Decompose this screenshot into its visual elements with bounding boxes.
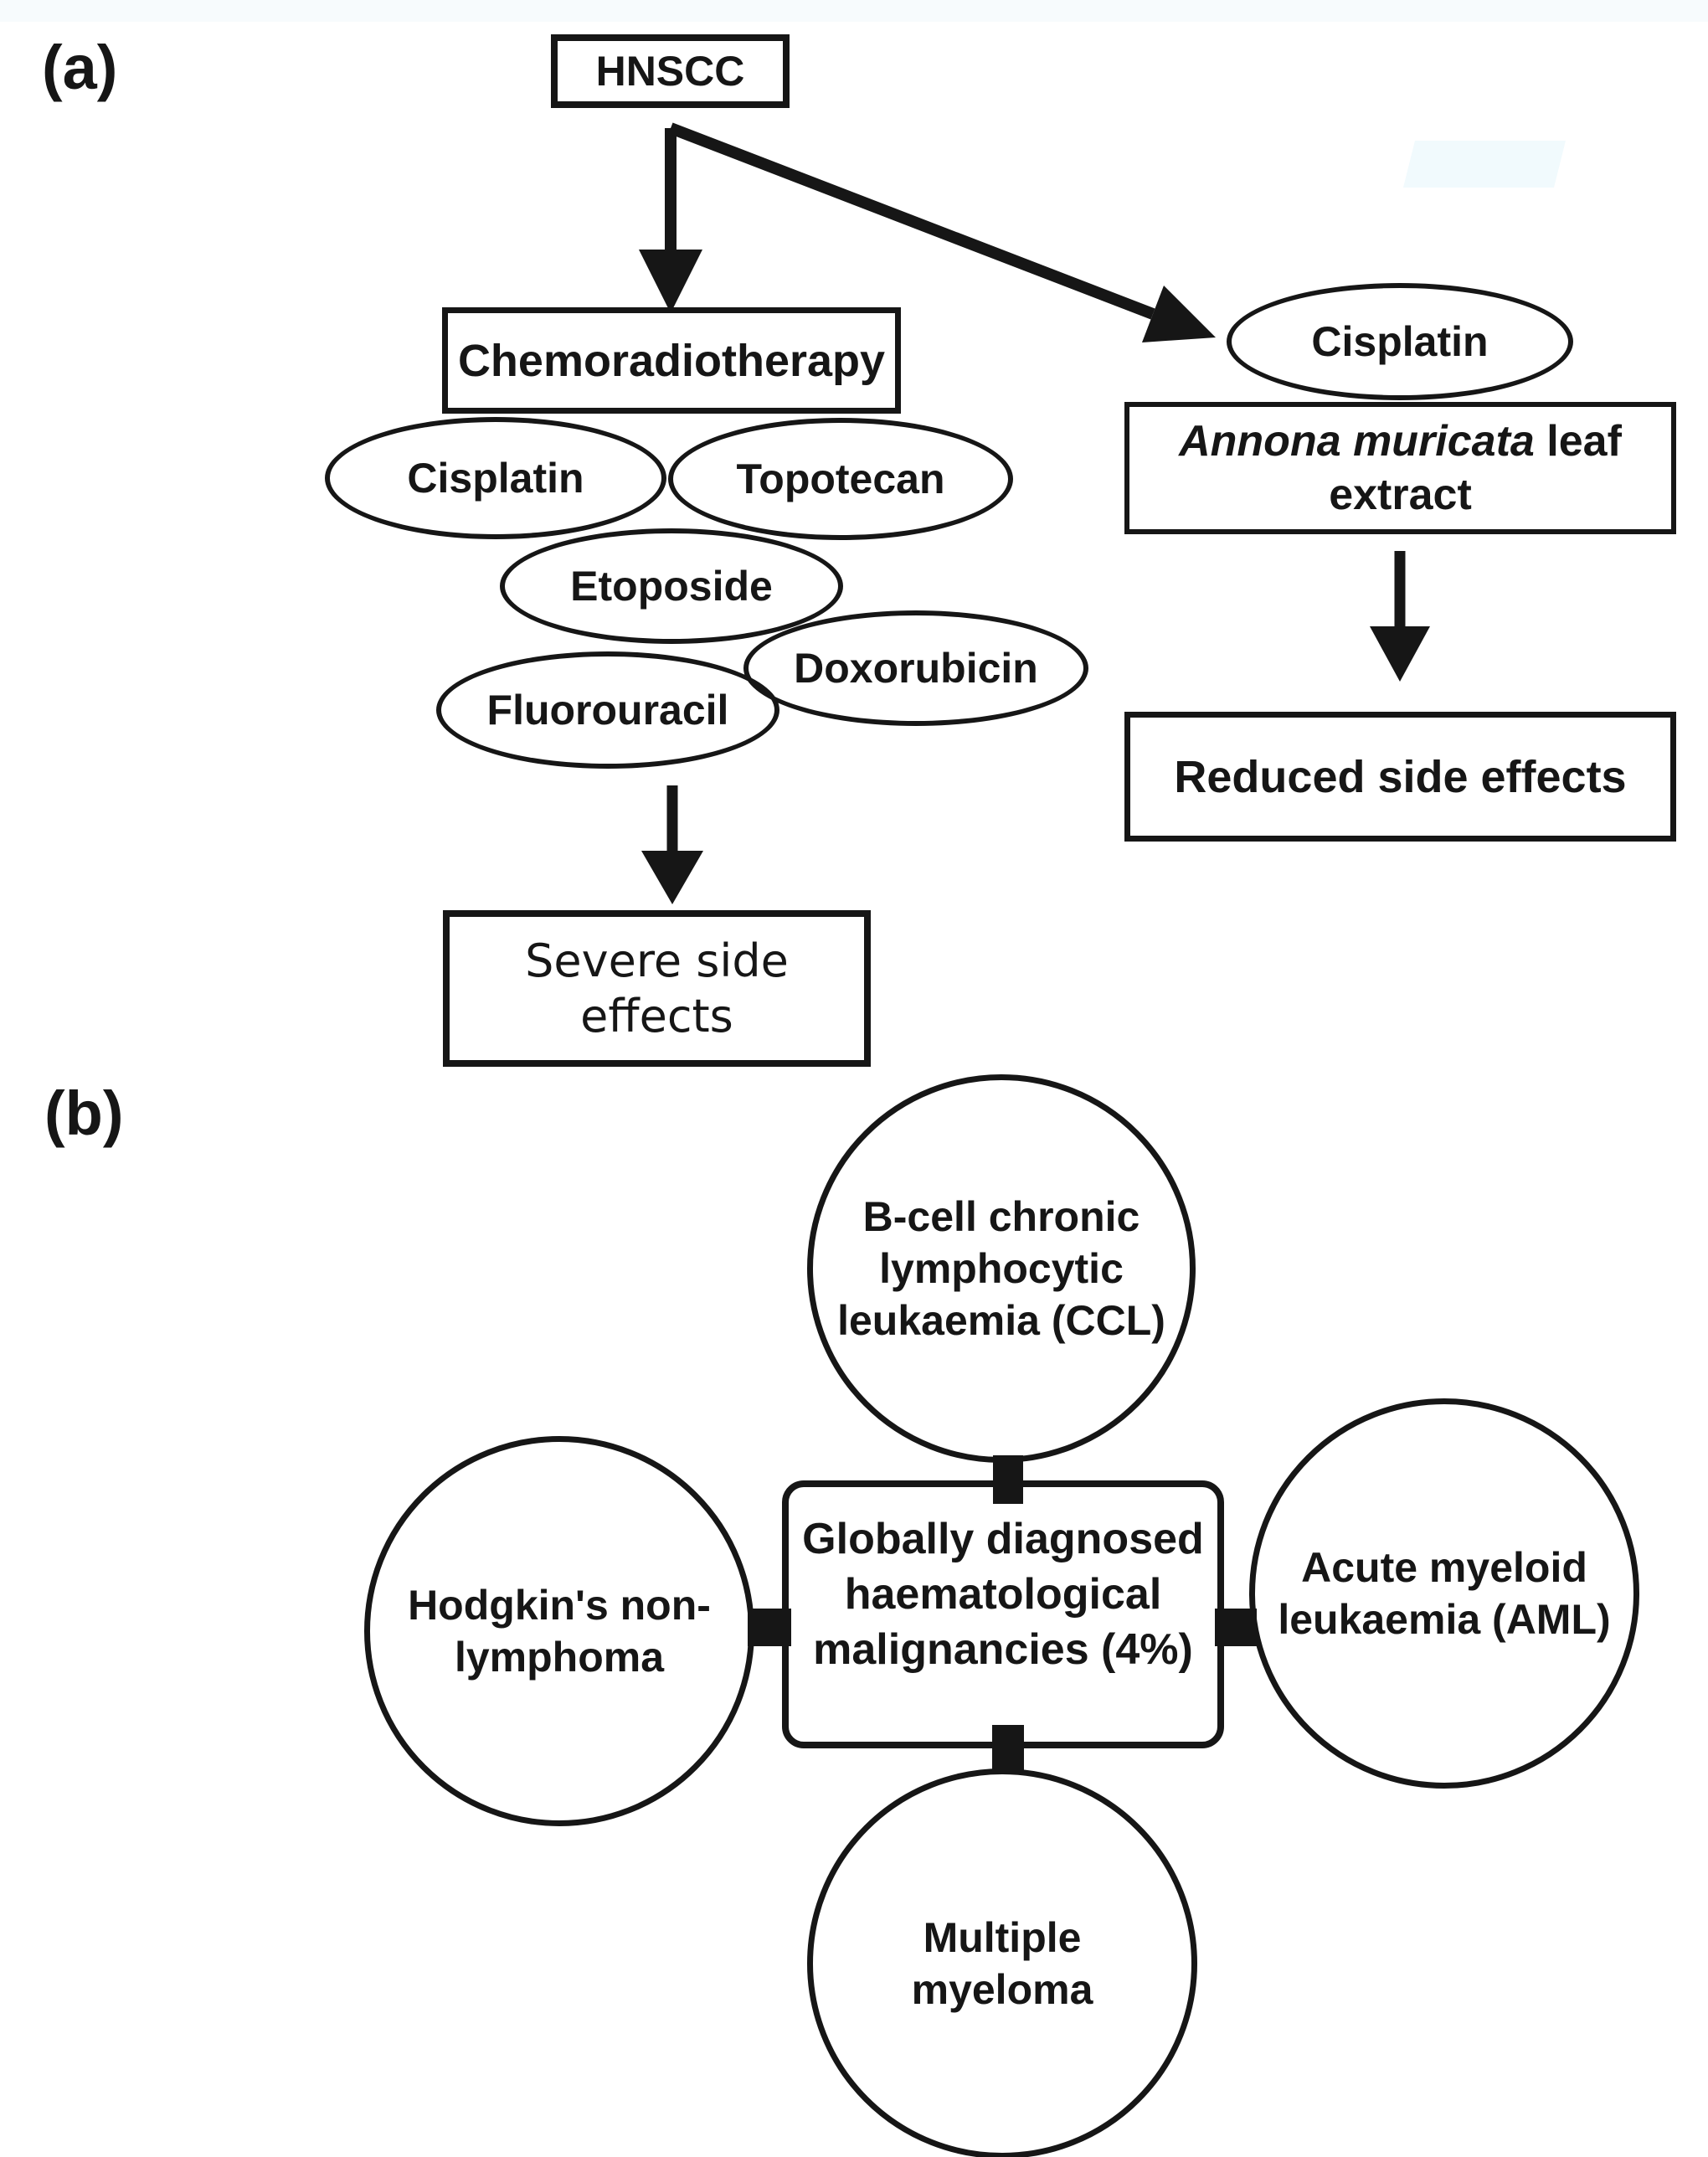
hodgkins-line1: Hodgkin's non- <box>408 1582 711 1629</box>
central-line3: malignancies (4%) <box>813 1625 1193 1674</box>
annona-leaf-text: leaf <box>1534 417 1622 466</box>
panel-b-label: (b) <box>44 1078 124 1148</box>
annona-line1: Annona muricata leaf <box>1179 414 1622 468</box>
drug-ellipse-etoposide: Etoposide <box>500 528 843 644</box>
hnscc-label: HNSCC <box>595 48 745 95</box>
panel-a-label: (a) <box>42 33 118 102</box>
drug-label-doxorubicin: Doxorubicin <box>794 645 1038 692</box>
central-line2: haematological <box>844 1570 1162 1619</box>
scan-artifact-top-band <box>0 0 1708 22</box>
aml-line1: Acute myeloid <box>1301 1544 1587 1591</box>
central-line1: Globally diagnosed <box>802 1515 1204 1563</box>
bcell-line1: B-cell chronic <box>862 1193 1140 1240</box>
drug-label-topotecan: Topotecan <box>736 456 945 502</box>
reduced-label: Reduced side effects <box>1174 751 1627 802</box>
reduced-side-effects-box: Reduced side effects <box>1124 712 1676 842</box>
drug-label-fluorouracil: Fluorouracil <box>486 687 729 734</box>
connector-top <box>993 1455 1023 1504</box>
myeloma-line1: Multiple <box>923 1914 1082 1961</box>
bcell-line2: lymphocytic <box>879 1245 1124 1292</box>
drug-label-cisplatin: Cisplatin <box>407 455 584 502</box>
hodgkins-line2: lymphoma <box>454 1634 665 1681</box>
severe-side-effects-box: Severe side effects <box>443 910 871 1067</box>
severe-line2: effects <box>580 989 733 1042</box>
myeloma-line2: myeloma <box>911 1966 1093 2013</box>
drug-ellipse-fluorouracil: Fluorouracil <box>436 651 779 769</box>
circle-hodgkins-lymphoma: Hodgkin's non- lymphoma <box>364 1436 754 1826</box>
connector-bottom <box>992 1725 1024 1773</box>
severe-line1: Severe side <box>525 934 789 987</box>
circle-multiple-myeloma: Multiple myeloma <box>807 1768 1197 2157</box>
drug-ellipse-topotecan: Topotecan <box>668 418 1013 540</box>
annona-species-name: Annona muricata <box>1179 417 1535 466</box>
right-cisplatin-label: Cisplatin <box>1311 318 1489 365</box>
right-cisplatin-ellipse: Cisplatin <box>1227 283 1573 400</box>
drug-ellipse-cisplatin: Cisplatin <box>325 417 666 539</box>
central-malignancies-box: Globally diagnosed haematological malign… <box>782 1480 1224 1748</box>
circle-bcell-leukaemia: B-cell chronic lymphocytic leukaemia (CC… <box>807 1074 1196 1463</box>
circle-aml: Acute myeloid leukaemia (AML) <box>1249 1398 1639 1789</box>
hnscc-box: HNSCC <box>551 34 790 108</box>
chemoradiotherapy-box: Chemoradiotherapy <box>442 307 901 414</box>
aml-line2: leukaemia (AML) <box>1278 1596 1611 1643</box>
chemoradiotherapy-label: Chemoradiotherapy <box>457 335 886 386</box>
annona-extract-box: Annona muricata leaf extract <box>1124 402 1676 534</box>
drug-label-etoposide: Etoposide <box>570 563 773 610</box>
drug-ellipse-doxorubicin: Doxorubicin <box>743 610 1088 726</box>
bcell-line3: leukaemia (CCL) <box>837 1297 1165 1344</box>
annona-line2: extract <box>1329 471 1472 519</box>
